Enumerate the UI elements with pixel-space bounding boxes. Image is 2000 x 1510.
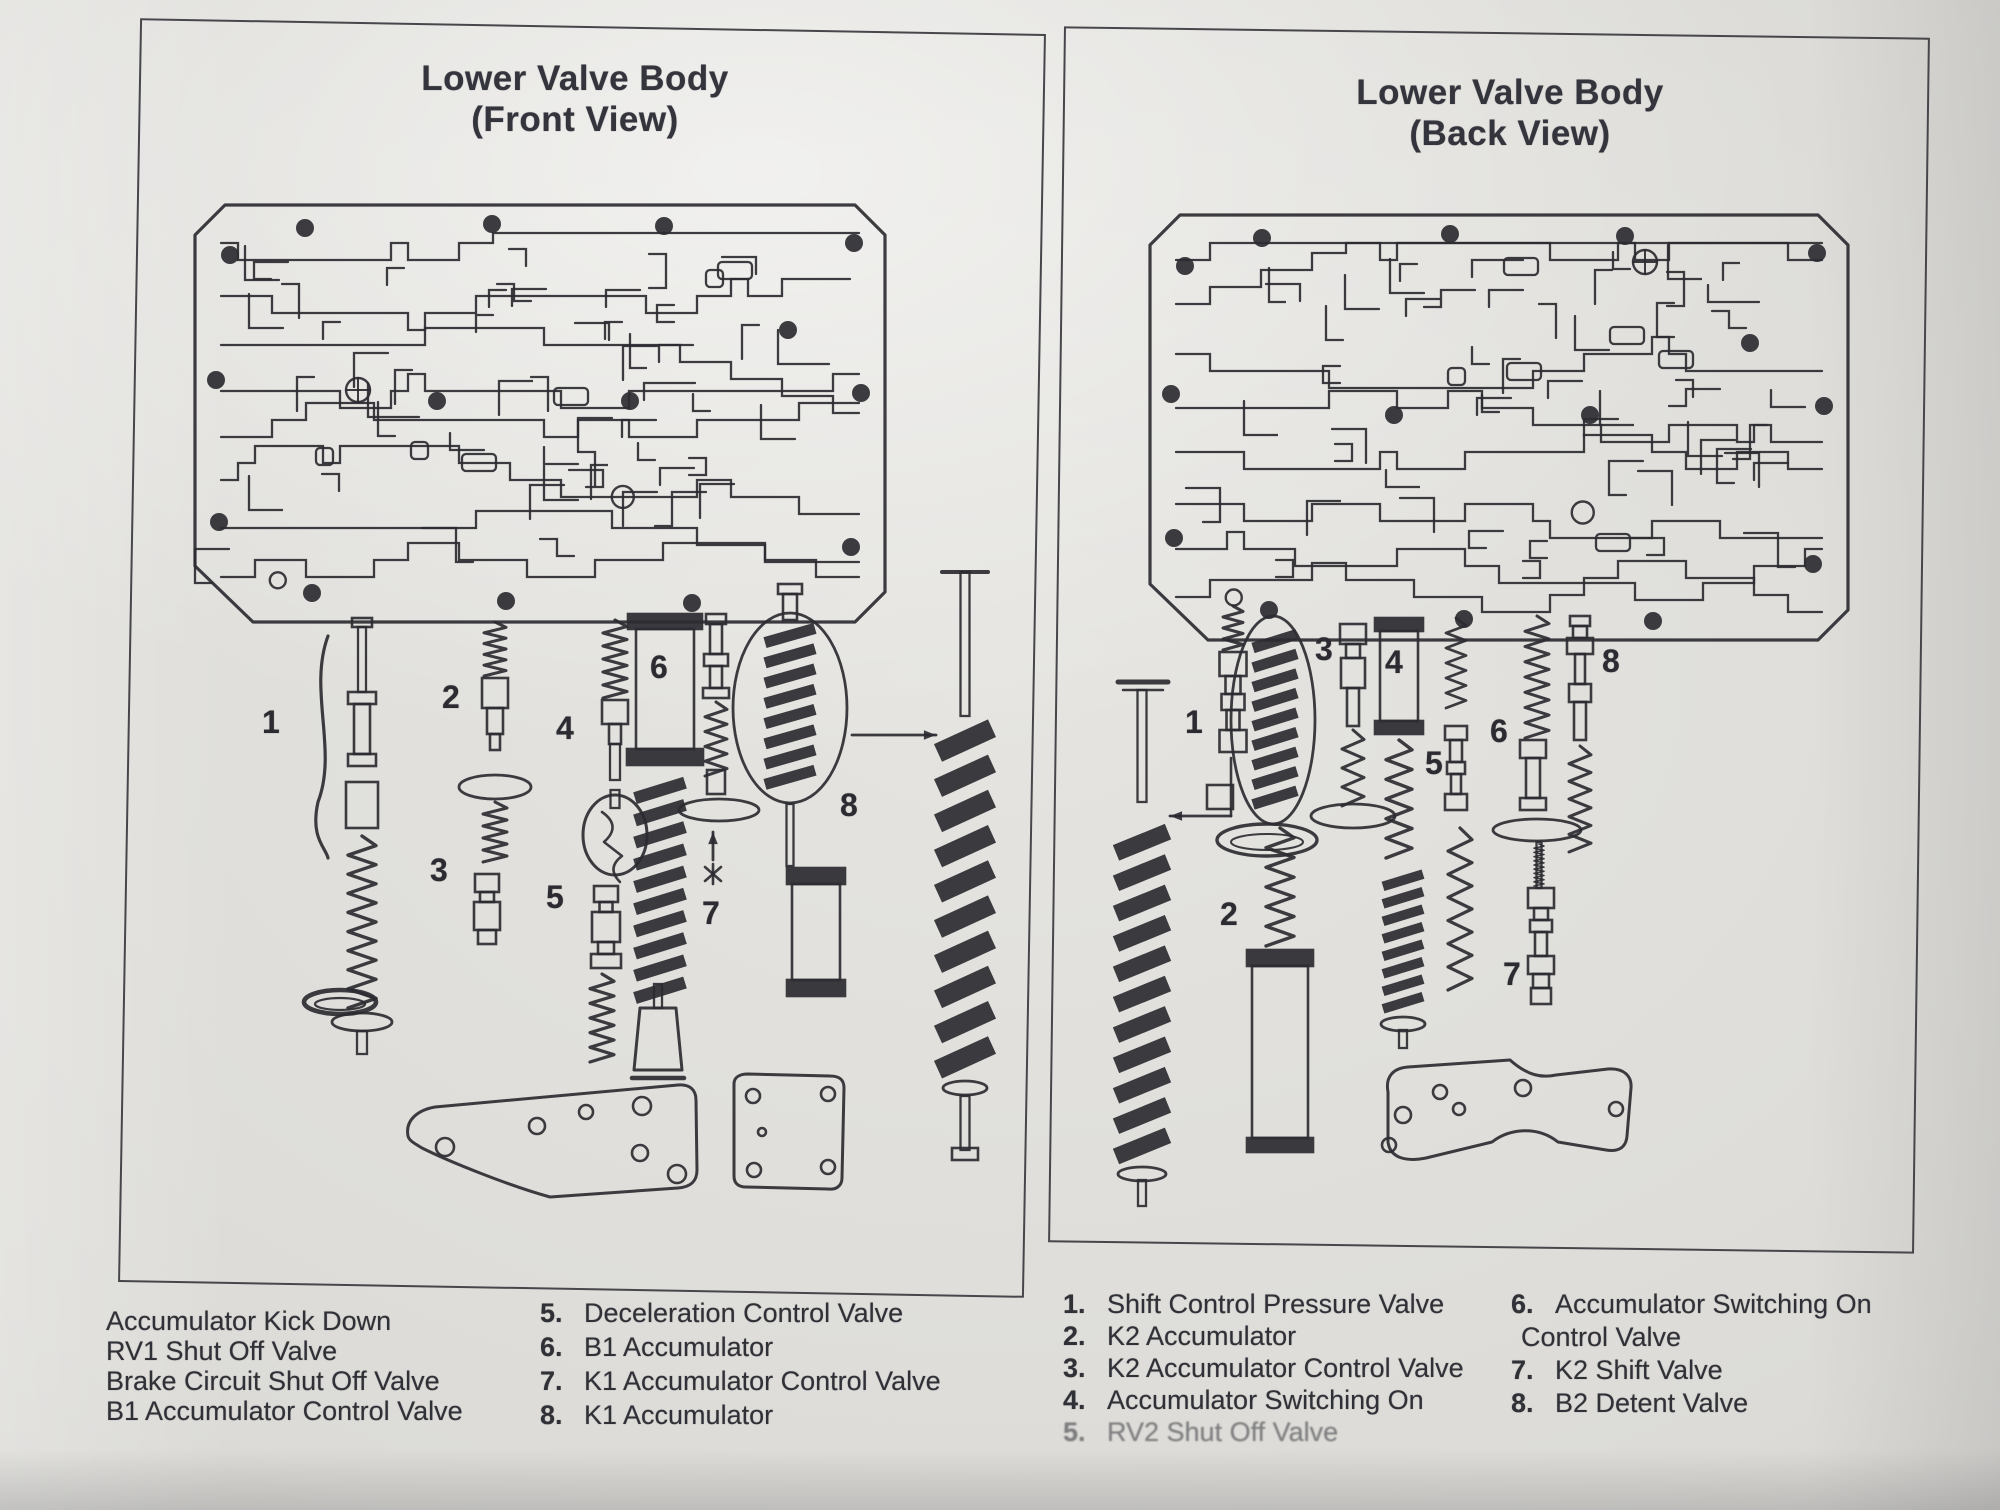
legend-item-number: 2. bbox=[1063, 1321, 1086, 1351]
legend-item-number: 7. bbox=[540, 1366, 563, 1396]
back-view-title: Lower Valve Body (Back View) bbox=[1310, 72, 1710, 154]
front-part-number-4: 4 bbox=[556, 710, 574, 746]
legend-item-number: 5. bbox=[1063, 1417, 1086, 1447]
front-view-title-line1: Lower Valve Body bbox=[421, 59, 729, 98]
front-part-number-1: 1 bbox=[262, 704, 280, 740]
legend-item: RV1 Shut Off Valve bbox=[106, 1336, 463, 1366]
legend-item: 8. B2 Detent Valve bbox=[1511, 1387, 1872, 1420]
back-part-number-2: 2 bbox=[1220, 896, 1238, 932]
legend-item-label: K2 Accumulator Control Valve bbox=[1107, 1353, 1464, 1383]
legend-item: 4. Accumulator Switching On bbox=[1063, 1384, 1464, 1416]
legend-item-label: RV2 Shut Off Valve bbox=[1107, 1417, 1339, 1447]
legend-item: Brake Circuit Shut Off Valve bbox=[106, 1366, 463, 1396]
back-part-number-1: 1 bbox=[1185, 704, 1203, 740]
back-legend-column-1: 1. Shift Control Pressure Valve 2. K2 Accu… bbox=[1063, 1288, 1464, 1448]
legend-item: 5. RV2 Shut Off Valve bbox=[1063, 1416, 1464, 1448]
front-legend-column-1: Accumulator Kick Down RV1 Shut Off Valve… bbox=[106, 1306, 463, 1426]
legend-item: 5. Deceleration Control Valve bbox=[540, 1296, 941, 1330]
legend-item: 6. Accumulator Switching On bbox=[1511, 1288, 1872, 1321]
legend-item-label: Accumulator Switching On bbox=[1107, 1385, 1424, 1415]
legend-item-number: 5. bbox=[540, 1298, 563, 1328]
legend-item-label: B2 Detent Valve bbox=[1555, 1388, 1749, 1418]
front-part-number-8: 8 bbox=[840, 787, 858, 823]
legend-item-label: RV1 Shut Off Valve bbox=[106, 1336, 338, 1366]
back-part-number-6: 6 bbox=[1490, 713, 1508, 749]
back-legend-column-2: 6. Accumulator Switching On Control Valve… bbox=[1511, 1288, 1872, 1420]
back-part-number-5: 5 bbox=[1425, 745, 1443, 781]
legend-item-label: B1 Accumulator Control Valve bbox=[106, 1396, 463, 1426]
legend-item-number: 6. bbox=[540, 1332, 563, 1362]
legend-item-label: Shift Control Pressure Valve bbox=[1107, 1289, 1445, 1319]
legend-item: 7. K2 Shift Valve bbox=[1511, 1354, 1872, 1387]
legend-item-number: 7. bbox=[1511, 1355, 1534, 1385]
legend-item-number: 4. bbox=[1063, 1385, 1086, 1415]
legend-item: 8. K1 Accumulator bbox=[540, 1398, 941, 1432]
legend-item-label: B1 Accumulator bbox=[584, 1332, 774, 1362]
legend-item-label-line2: Control Valve bbox=[1521, 1322, 1682, 1352]
legend-item: Accumulator Kick Down bbox=[106, 1306, 463, 1336]
front-part-number-7: 7 bbox=[702, 895, 720, 931]
legend-item-number: 1. bbox=[1063, 1289, 1086, 1319]
legend-item-label: K1 Accumulator bbox=[584, 1400, 774, 1430]
back-part-number-8: 8 bbox=[1602, 643, 1620, 679]
legend-item-label: Deceleration Control Valve bbox=[584, 1298, 904, 1328]
legend-item-number: 8. bbox=[540, 1400, 563, 1430]
legend-item-label: Accumulator Switching On bbox=[1555, 1289, 1872, 1319]
front-part-number-3: 3 bbox=[430, 852, 448, 888]
back-view-title-line2: (Back View) bbox=[1409, 114, 1611, 153]
back-part-number-7: 7 bbox=[1503, 956, 1521, 992]
front-part-number-5: 5 bbox=[546, 879, 564, 915]
legend-item: 7. K1 Accumulator Control Valve bbox=[540, 1364, 941, 1398]
legend-item-label: Brake Circuit Shut Off Valve bbox=[106, 1366, 440, 1396]
legend-item-label: K2 Shift Valve bbox=[1555, 1355, 1723, 1385]
legend-item: 3. K2 Accumulator Control Valve bbox=[1063, 1352, 1464, 1384]
legend-item: B1 Accumulator Control Valve bbox=[106, 1396, 463, 1426]
legend-item-number: 6. bbox=[1511, 1289, 1534, 1319]
front-view-title-line2: (Front View) bbox=[471, 100, 679, 139]
front-part-number-2: 2 bbox=[442, 679, 460, 715]
back-view-title-line1: Lower Valve Body bbox=[1356, 73, 1664, 112]
legend-item: 6. B1 Accumulator bbox=[540, 1330, 941, 1364]
legend-item-number: 8. bbox=[1511, 1388, 1534, 1418]
front-part-number-6: 6 bbox=[650, 649, 668, 685]
legend-item: 1. Shift Control Pressure Valve bbox=[1063, 1288, 1464, 1320]
legend-item-number: 3. bbox=[1063, 1353, 1086, 1383]
front-view-title: Lower Valve Body (Front View) bbox=[375, 58, 775, 140]
legend-item-label: Accumulator Kick Down bbox=[106, 1306, 392, 1336]
back-part-number-4: 4 bbox=[1385, 644, 1403, 680]
back-part-number-3: 3 bbox=[1315, 631, 1333, 667]
legend-item: Control Valve bbox=[1511, 1321, 1872, 1354]
legend-item-label: K2 Accumulator bbox=[1107, 1321, 1297, 1351]
front-legend-column-2: 5. Deceleration Control Valve 6. B1 Accumu… bbox=[540, 1296, 941, 1432]
legend-item: 2. K2 Accumulator bbox=[1063, 1320, 1464, 1352]
legend-item-label: K1 Accumulator Control Valve bbox=[584, 1366, 941, 1396]
